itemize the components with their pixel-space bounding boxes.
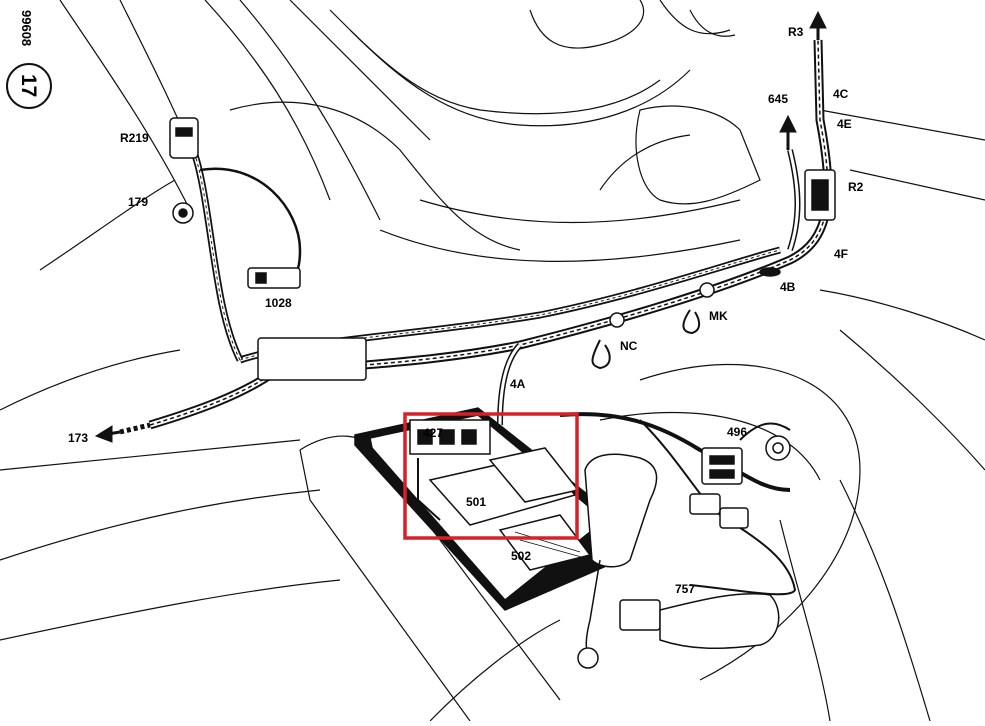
connector-4b — [759, 267, 781, 277]
label-4b: 4B — [780, 280, 796, 294]
label-mk: MK — [709, 309, 728, 323]
module-502 — [498, 514, 592, 571]
label-4f: 4F — [834, 247, 848, 261]
seatbelt-buckle — [577, 453, 780, 669]
label-r3: R3 — [788, 25, 804, 39]
label-179: 179 — [128, 195, 148, 209]
label-4e: 4E — [837, 117, 852, 131]
label-4c: 4C — [833, 87, 849, 101]
label-173: 173 — [68, 431, 88, 445]
trim-clip-block — [257, 337, 367, 381]
label-496: 496 — [727, 425, 747, 439]
module-tray — [354, 407, 621, 611]
label-r219: R219 — [120, 131, 149, 145]
label-427: 427 — [423, 426, 443, 440]
label-nc: NC — [620, 339, 638, 353]
buckle-body — [584, 453, 658, 568]
label-r2: R2 — [848, 180, 864, 194]
label-501: 501 — [466, 495, 486, 509]
inline-connector-b — [719, 507, 749, 529]
ground-eyelet-mk — [699, 282, 715, 298]
connector-r219 — [169, 117, 199, 159]
arrow-645 — [779, 114, 797, 133]
arrow-r3 — [809, 10, 827, 29]
label-4a: 4A — [510, 377, 526, 391]
label-1028: 1028 — [265, 296, 292, 310]
page-number-circle — [6, 63, 52, 109]
page-side-code: 99608 — [19, 10, 34, 46]
connector-757 — [619, 599, 661, 631]
labels: R219 179 1028 173 R3 645 4C 4E R2 4F 4B … — [68, 25, 864, 596]
ground-eyelet-nc — [609, 312, 625, 328]
connectors — [169, 117, 836, 529]
label-645: 645 — [768, 92, 788, 106]
arrows — [94, 10, 827, 443]
label-757: 757 — [675, 582, 695, 596]
inline-connector-a — [689, 493, 721, 515]
page-number: 17 — [17, 74, 40, 97]
arrow-173 — [94, 425, 113, 443]
highlight-box — [403, 412, 579, 540]
label-502: 502 — [511, 549, 531, 563]
belt-stalk — [659, 592, 780, 649]
